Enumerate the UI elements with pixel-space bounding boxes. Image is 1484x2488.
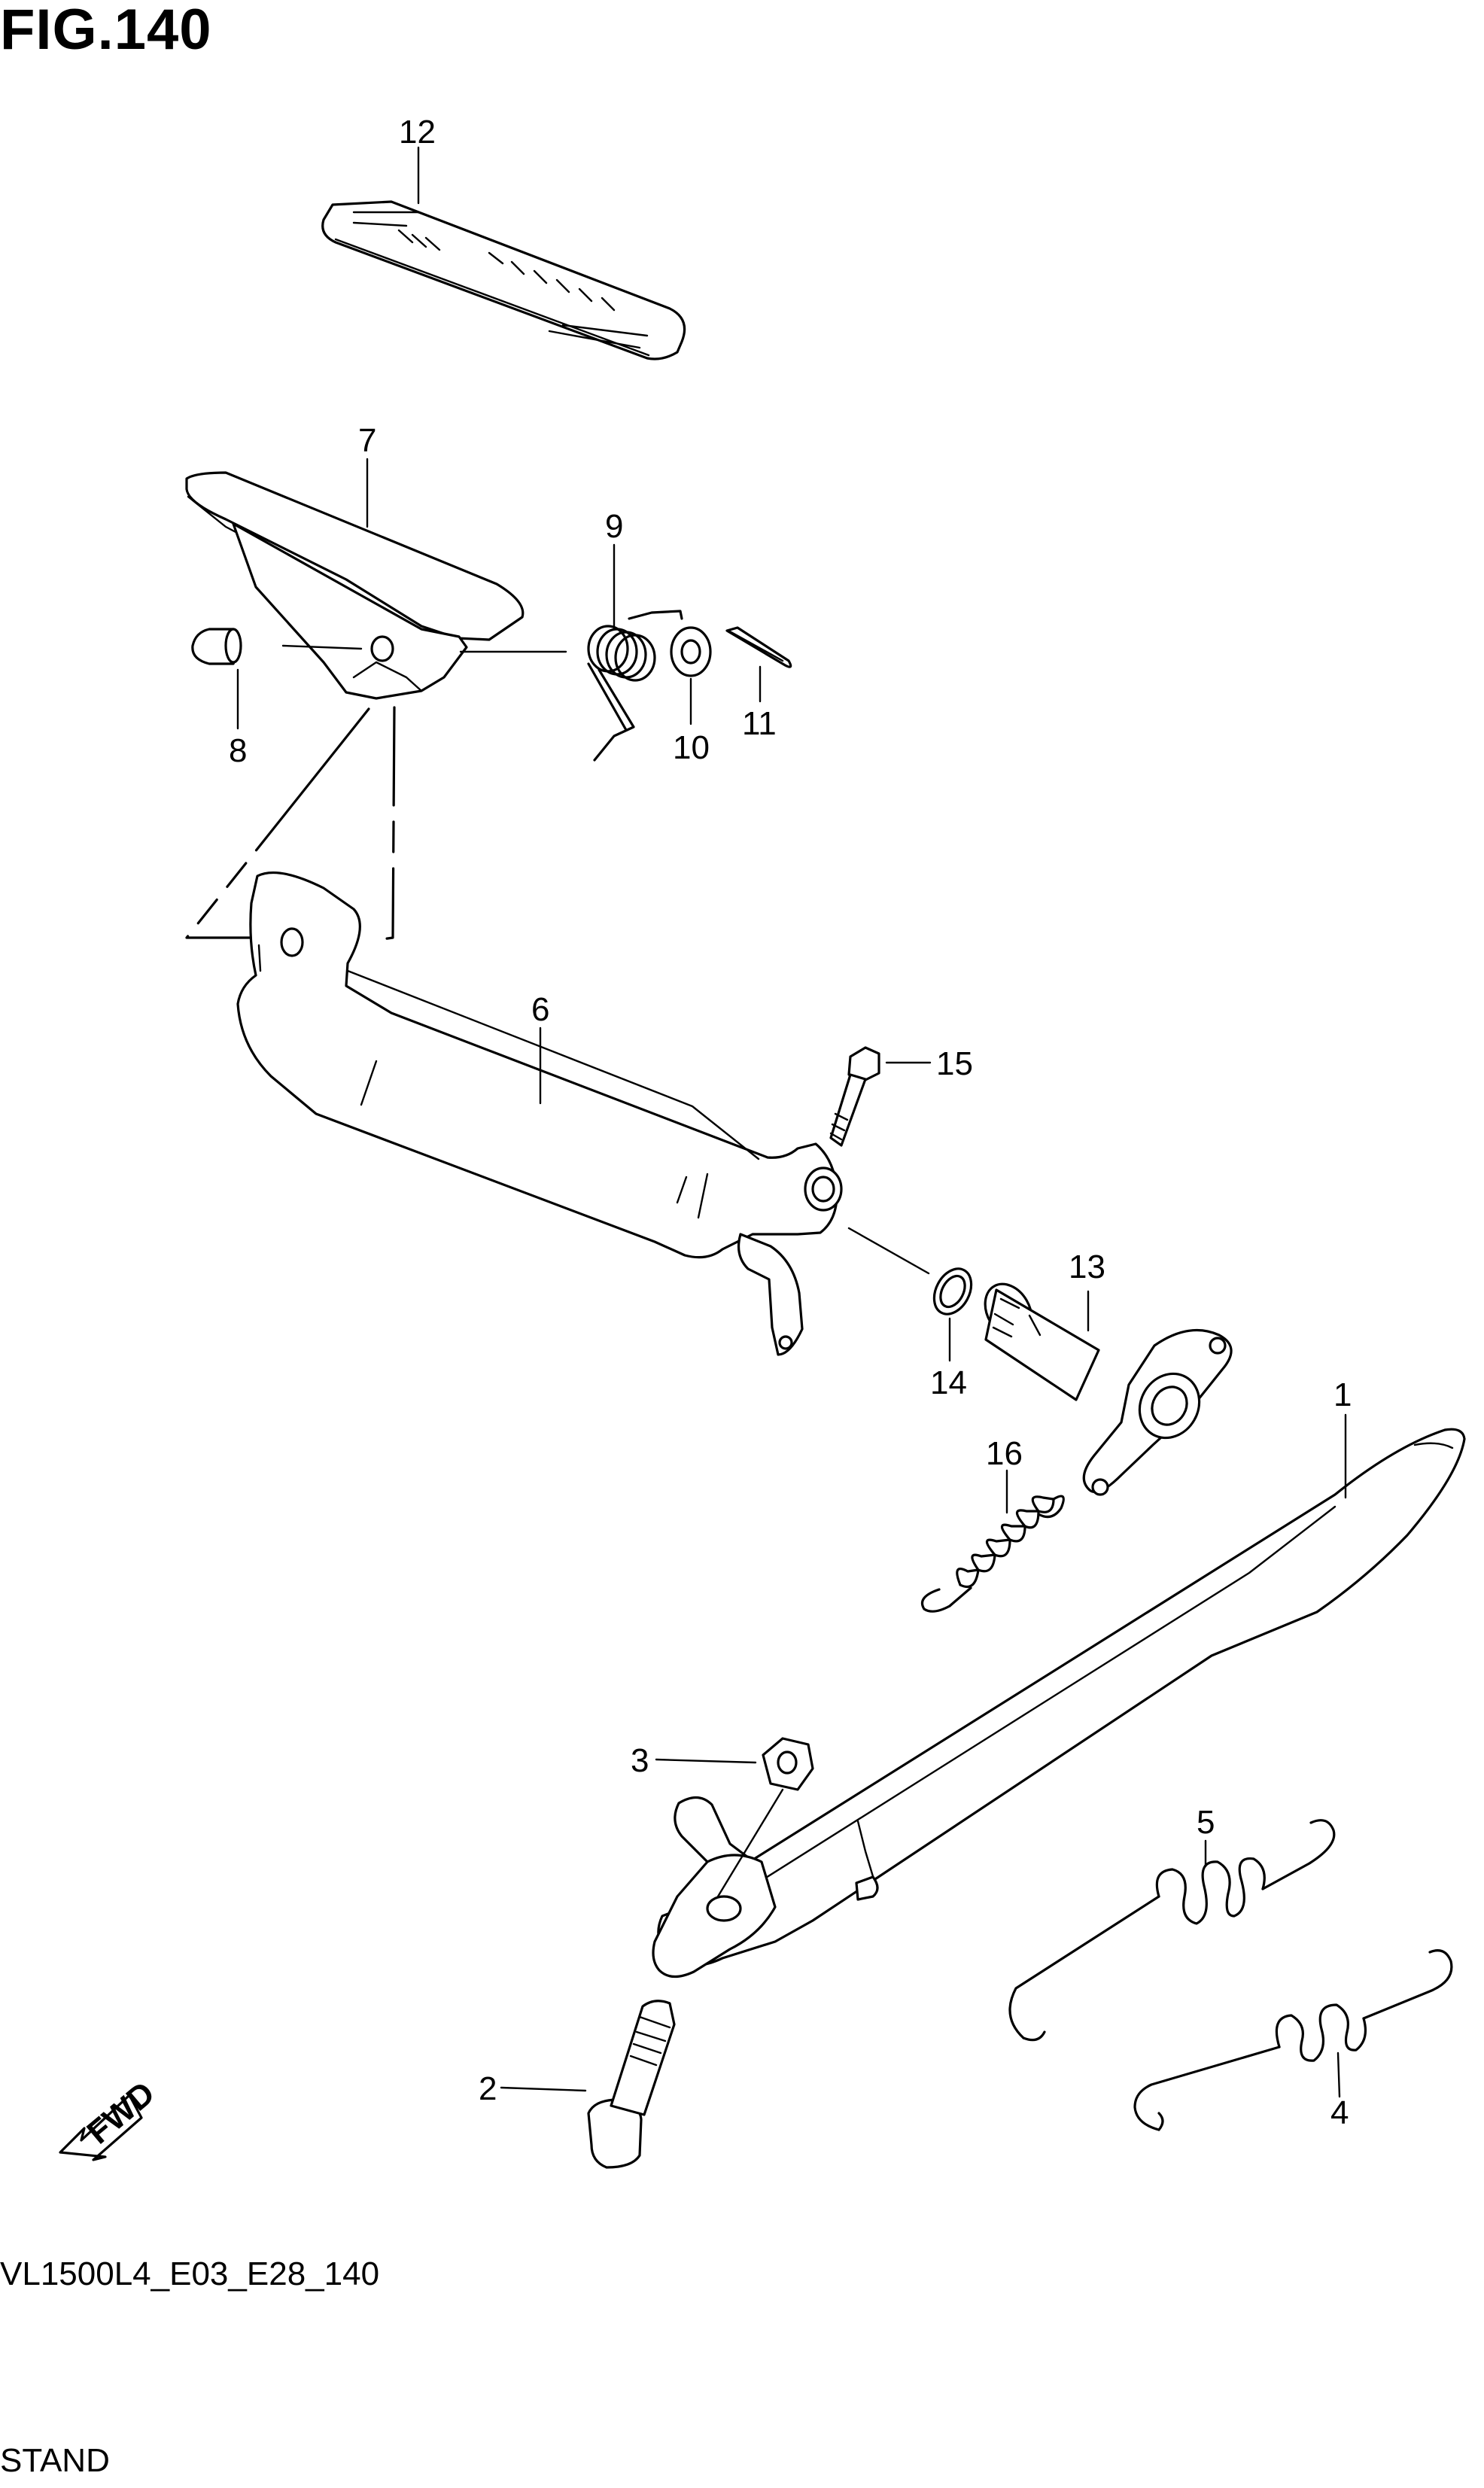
bracket-shaft-part[interactable] [976,1276,1233,1496]
callout-16[interactable]: 16 [986,1435,1023,1472]
stand-pivot-bolt-part[interactable] [500,2000,676,2169]
callout-10[interactable]: 10 [673,729,710,766]
diagram-code: VL1500L4_E03_E28_140 [0,2255,380,2292]
bolt-part[interactable] [829,1046,932,1147]
callout-1[interactable]: 1 [1333,1376,1352,1413]
callout-3[interactable]: 3 [631,1742,649,1779]
footrest-spring-part[interactable] [459,610,683,762]
assembly-guide-line [370,706,396,942]
callout-15[interactable]: 15 [936,1045,973,1082]
callout-2[interactable]: 2 [479,2070,497,2107]
footrest-bracket-part[interactable] [236,871,843,1356]
footrest-rubber-part[interactable] [321,200,686,360]
shaft-spring-part[interactable] [920,1469,1065,1613]
o-ring-part[interactable] [847,1227,978,1362]
cotter-pin-part[interactable] [725,626,792,668]
callout-7[interactable]: 7 [358,422,376,459]
stand-spring-lower-part[interactable] [1133,1949,1453,2131]
forward-arrow-icon: FWD [59,2075,162,2161]
leader-lines [236,146,1347,1499]
callout-4[interactable]: 4 [1330,2094,1349,2131]
callout-9[interactable]: 9 [605,508,623,545]
footrest-pin-part[interactable] [191,628,363,665]
stand-spring-upper-part[interactable] [1008,1819,1336,2042]
callout-8[interactable]: 8 [229,732,247,769]
diagram-name: STAND [0,2442,110,2479]
callout-11[interactable]: 11 [742,705,777,742]
assembly-guide-line [185,707,370,939]
callout-13[interactable]: 13 [1069,1249,1105,1285]
stand-nut-part[interactable] [655,1737,814,1898]
callout-14[interactable]: 14 [930,1364,967,1401]
washer-part[interactable] [670,626,712,677]
footrest-pedal-part[interactable] [185,471,525,700]
figure-title: FIG.140 [0,0,212,62]
callout-12[interactable]: 12 [399,114,436,151]
callout-5[interactable]: 5 [1197,1804,1215,1841]
callout-6[interactable]: 6 [531,991,549,1028]
side-stand-part[interactable] [652,1428,1466,1979]
